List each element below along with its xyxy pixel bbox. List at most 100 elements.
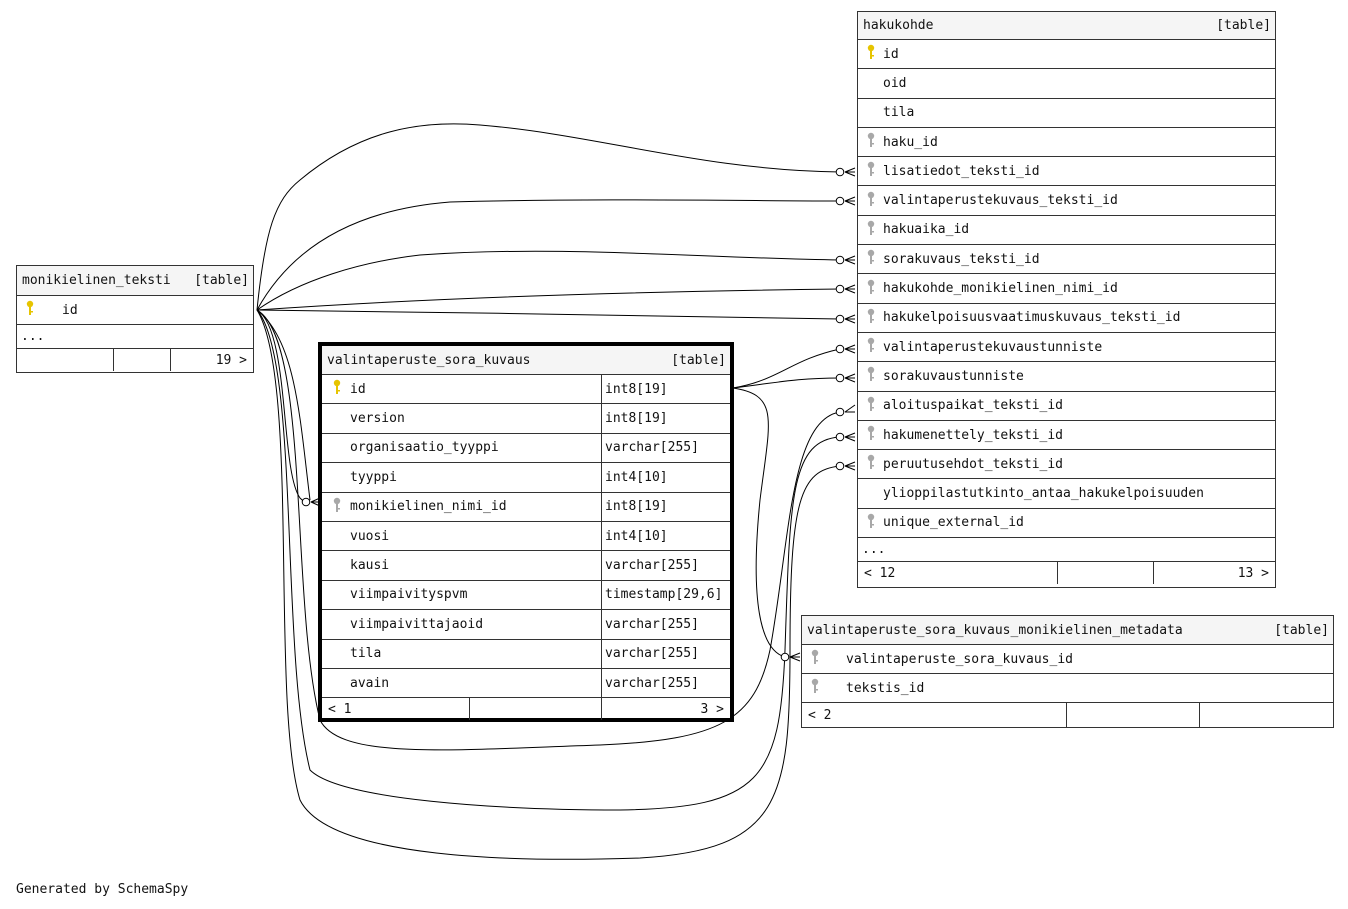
column-name: viimpaivityspvm <box>350 587 468 603</box>
column-name: ylioppilastutkinto_antaa_hakukelpoisuude… <box>883 486 1204 502</box>
table-row[interactable]: peruutusehdot_teksti_id <box>858 450 1275 480</box>
table-header: valintaperuste_sora_kuvaus [table] <box>322 346 730 375</box>
table-row[interactable]: oid <box>858 69 1275 99</box>
column-name: unique_external_id <box>883 515 1024 531</box>
foreign-key-icon <box>864 279 878 299</box>
table-row[interactable]: hakuaika_id <box>858 216 1275 246</box>
table-row[interactable]: tekstis_id <box>802 674 1333 703</box>
column-name: hakuaika_id <box>883 222 970 238</box>
column-name: monikielinen_nimi_id <box>350 499 507 515</box>
column-name: vuosi <box>350 528 390 544</box>
table-footer: 19 > <box>17 349 253 371</box>
edge-hakumenettely <box>256 309 841 811</box>
column-type: int8[19] <box>605 411 668 427</box>
foreign-key-icon <box>864 366 878 386</box>
foreign-key-icon <box>808 649 822 669</box>
table-row[interactable]: valintaperustekuvaus_teksti_id <box>858 186 1275 216</box>
column-type: int8[19] <box>605 499 668 515</box>
column-name: valintaperustekuvaustunniste <box>883 339 1103 355</box>
column-type: int8[19] <box>605 381 668 397</box>
edge-aloituspaikat <box>256 309 841 751</box>
column-name: valintaperuste_sora_kuvaus_id <box>846 651 1073 667</box>
edge-sorakuvaus <box>256 250 841 311</box>
column-name: peruutusehdot_teksti_id <box>883 456 1064 472</box>
table-row[interactable]: unique_external_id <box>858 509 1275 539</box>
table-row[interactable]: id <box>17 296 253 325</box>
table-row[interactable]: tila <box>858 99 1275 128</box>
column-name: tekstis_id <box>846 680 925 696</box>
foreign-key-icon <box>864 513 878 533</box>
table-row[interactable]: lisatiedot_teksti_id <box>858 157 1275 187</box>
column-type: varchar[255] <box>605 646 699 662</box>
column-name: oid <box>883 75 907 91</box>
table-name: hakukohde <box>863 18 934 33</box>
table-header: hakukohde [table] <box>858 12 1275 40</box>
foreign-key-icon <box>330 497 344 517</box>
table-row[interactable]: ylioppilastutkinto_antaa_hakukelpoisuude… <box>858 479 1275 509</box>
table-type: [table] <box>671 352 726 368</box>
column-name: haku_id <box>883 134 938 150</box>
parent-count-link[interactable]: < 2 <box>808 707 832 723</box>
column-name: organisaatio_tyyppi <box>350 440 499 456</box>
table-name: valintaperuste_sora_kuvaus_monikielinen_… <box>807 622 1183 638</box>
column-name: hakukohde_monikielinen_nimi_id <box>883 281 1118 297</box>
foreign-key-icon <box>864 191 878 211</box>
column-name: hakukelpoisuusvaatimuskuvaus_teksti_id <box>883 310 1181 326</box>
more-columns: ... <box>17 325 253 349</box>
table-row[interactable]: aloituspaikat_teksti_id <box>858 392 1275 421</box>
table-footer: < 2 <box>802 703 1333 727</box>
foreign-key-icon <box>864 132 878 152</box>
table-name: valintaperuste_sora_kuvaus <box>327 352 531 368</box>
table-name: monikielinen_teksti <box>22 273 171 288</box>
column-name: kausi <box>350 558 390 574</box>
parent-count-link[interactable]: < 12 <box>864 565 896 581</box>
child-count-link[interactable]: 13 > <box>1153 562 1275 585</box>
table-row[interactable]: id <box>858 40 1275 70</box>
edge-metadata-tekstis <box>256 309 311 501</box>
primary-key-icon <box>330 379 344 399</box>
child-count-link[interactable]: 3 > <box>601 698 730 721</box>
edge-valintaperustekuvaus <box>256 199 841 311</box>
table-row[interactable]: haku_id <box>858 128 1275 158</box>
column-type: int4[10] <box>605 528 668 544</box>
parent-count-link[interactable]: < 1 <box>328 701 352 717</box>
table-row[interactable]: hakukohde_monikielinen_nimi_id <box>858 274 1275 304</box>
table-row[interactable]: sorakuvaustunniste <box>858 362 1275 392</box>
foreign-key-icon <box>864 249 878 269</box>
foreign-key-icon <box>864 220 878 240</box>
foreign-key-icon <box>808 678 822 698</box>
column-name: avain <box>350 675 390 691</box>
primary-key-icon <box>23 300 37 320</box>
table-header: valintaperuste_sora_kuvaus_monikielinen_… <box>802 616 1333 645</box>
table-row[interactable]: hakukelpoisuusvaatimuskuvaus_teksti_id <box>858 304 1275 333</box>
table-valintaperuste-sora-kuvaus-monikielinen-metadata[interactable]: valintaperuste_sora_kuvaus_monikielinen_… <box>801 615 1334 728</box>
column-name: sorakuvaus_teksti_id <box>883 251 1040 267</box>
table-row[interactable]: hakumenettely_teksti_id <box>858 421 1275 451</box>
column-type: varchar[255] <box>605 440 699 456</box>
foreign-key-icon <box>864 396 878 416</box>
table-type: [table] <box>1216 18 1271 33</box>
child-count-link[interactable]: 19 > <box>170 349 253 371</box>
table-row[interactable]: organisaatio_tyyppi varchar[255] <box>322 433 730 464</box>
column-name: tila <box>883 105 915 121</box>
edge-metadata-sora-kuvaus <box>732 387 786 658</box>
table-row[interactable]: sorakuvaus_teksti_id <box>858 245 1275 275</box>
table-row[interactable]: valintaperuste_sora_kuvaus_id <box>802 645 1333 674</box>
table-row[interactable]: monikielinen_nimi_id int8[19] <box>322 492 730 522</box>
edge-valintaperustekuvaustunniste <box>732 348 841 389</box>
table-monikielinen-teksti[interactable]: monikielinen_teksti [table] id ... 19 > <box>16 265 254 373</box>
table-row[interactable]: vuosi int4[10] <box>322 521 730 552</box>
more-columns: ... <box>858 538 1275 563</box>
table-row[interactable]: valintaperustekuvaustunniste <box>858 333 1275 363</box>
